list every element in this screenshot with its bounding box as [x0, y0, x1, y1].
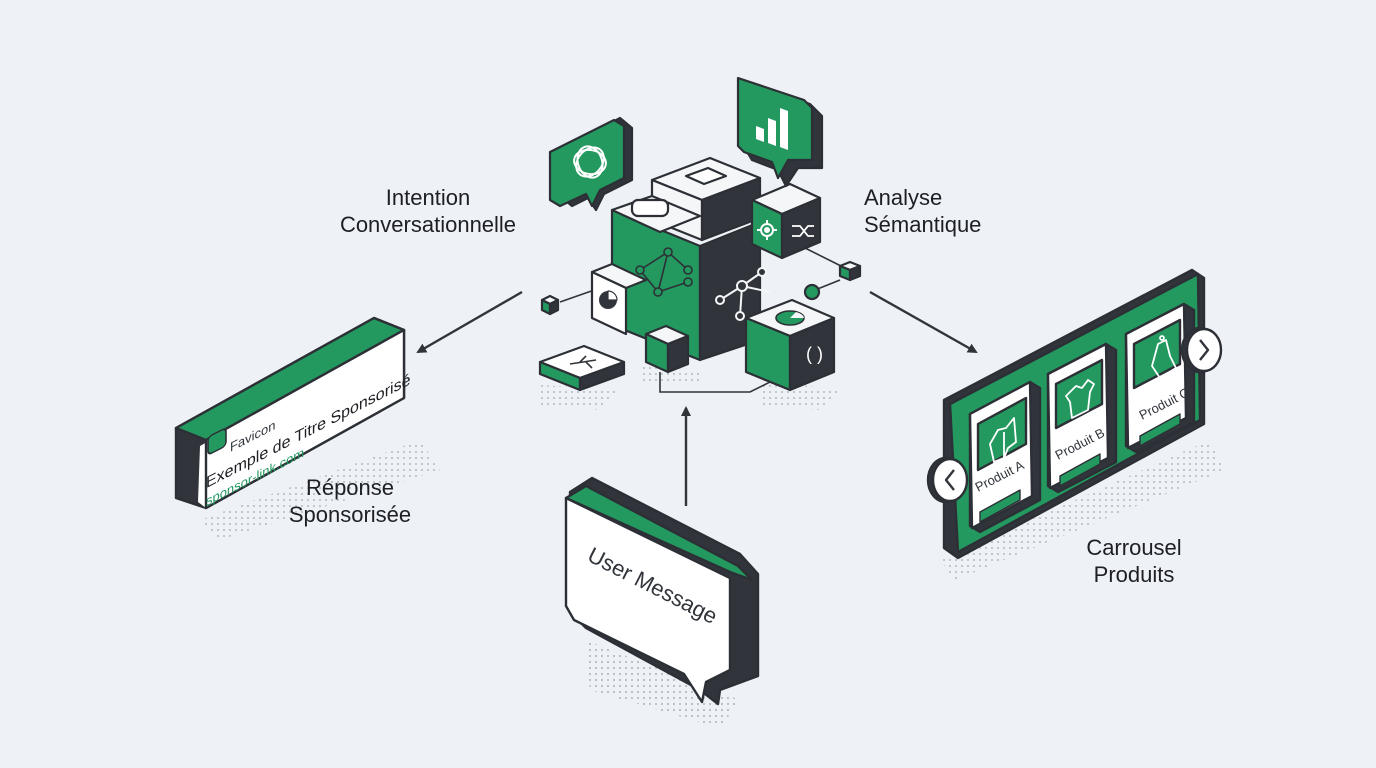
label-intention-line1: Intention — [385, 185, 471, 210]
arrow-to-carrousel — [869, 290, 978, 354]
bar-chart-bubble — [736, 76, 824, 188]
central-processing-hub: ( ) — [538, 156, 862, 392]
jacket-icon — [989, 417, 1017, 463]
shuffle-icon — [792, 225, 814, 237]
openai-logo-icon — [573, 145, 607, 179]
label-analyse: Analyse Sémantique — [864, 184, 1014, 238]
label-carrousel-line1: Carrousel — [1086, 535, 1182, 560]
arrow-to-reponse — [416, 290, 523, 354]
chevron-right-icon — [1199, 339, 1210, 361]
label-analyse-line2: Sémantique — [864, 212, 982, 237]
product-carousel[interactable]: Produit A Produit B Produit C — [926, 268, 1223, 560]
favicon-icon — [207, 428, 227, 455]
braces-icon: ( ) — [806, 344, 823, 364]
bar-chart-icon — [756, 108, 788, 150]
network-icon — [715, 267, 771, 321]
carousel-prev-button[interactable] — [926, 456, 969, 504]
mesh-network-icon — [635, 247, 693, 297]
product-card-a[interactable]: Produit A — [968, 380, 1042, 534]
dress-icon — [1151, 335, 1177, 379]
dotted-shadows — [200, 365, 1225, 728]
label-carrousel-line2: Produits — [1093, 562, 1175, 587]
label-reponse: Réponse Sponsorisée — [268, 474, 432, 528]
label-reponse-line1: Réponse — [305, 475, 395, 500]
pie-chart-icon — [599, 290, 618, 309]
carousel-next-button[interactable] — [1180, 326, 1223, 374]
tshirt-icon — [1065, 379, 1095, 419]
openai-logo-bubble — [548, 116, 634, 212]
pac-chart-icon — [775, 310, 805, 326]
label-reponse-line2: Sponsorisée — [288, 502, 412, 527]
gear-icon — [757, 220, 777, 240]
product-card-c[interactable]: Produit C — [1124, 302, 1196, 454]
sponsored-answer-card[interactable]: Favicon Exemple de Titre Sponsorisé spon… — [174, 316, 410, 510]
label-carrousel: Carrousel Produits — [1064, 534, 1204, 588]
user-message-bubble[interactable]: User Message — [564, 476, 760, 706]
arrows — [416, 290, 978, 506]
usb-icon — [569, 355, 597, 369]
product-card-b[interactable]: Produit B — [1046, 342, 1118, 494]
label-intention-line2: Conversationnelle — [339, 212, 517, 237]
chevron-left-icon — [944, 469, 955, 491]
label-analyse-line1: Analyse — [864, 185, 943, 210]
label-intention: Intention Conversationnelle — [318, 184, 538, 238]
